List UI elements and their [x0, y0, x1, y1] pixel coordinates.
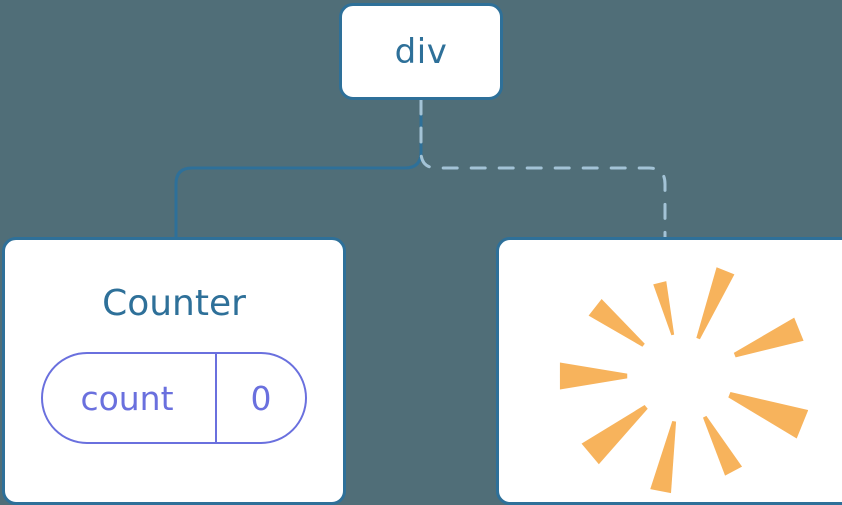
edge-div-to-rerender	[419, 98, 667, 239]
sparkle-ray-2	[653, 281, 675, 336]
sparkle-ray-1	[696, 267, 735, 340]
edge-div-to-counter	[174, 98, 423, 239]
root-node-label: div	[394, 31, 448, 72]
sparkle-ray-7	[702, 415, 743, 476]
state-value: 0	[215, 354, 305, 442]
state-key: count	[80, 378, 174, 418]
sparkle-ray-8	[728, 392, 808, 439]
sparkle-ray-3	[588, 299, 645, 347]
sparkle-ray-6	[650, 420, 677, 494]
sparkle-ray-4	[559, 362, 628, 390]
state-pill[interactable]: count 0	[41, 352, 307, 444]
counter-node-label: Counter	[102, 283, 246, 324]
sparkle-burst-icon	[559, 267, 808, 494]
sparkle-ray-5	[581, 405, 648, 465]
root-node[interactable]: div	[339, 3, 503, 100]
sparkle-ray-9	[733, 317, 804, 358]
counter-node[interactable]: Counter count 0	[2, 237, 346, 505]
rerender-node[interactable]	[496, 237, 842, 505]
